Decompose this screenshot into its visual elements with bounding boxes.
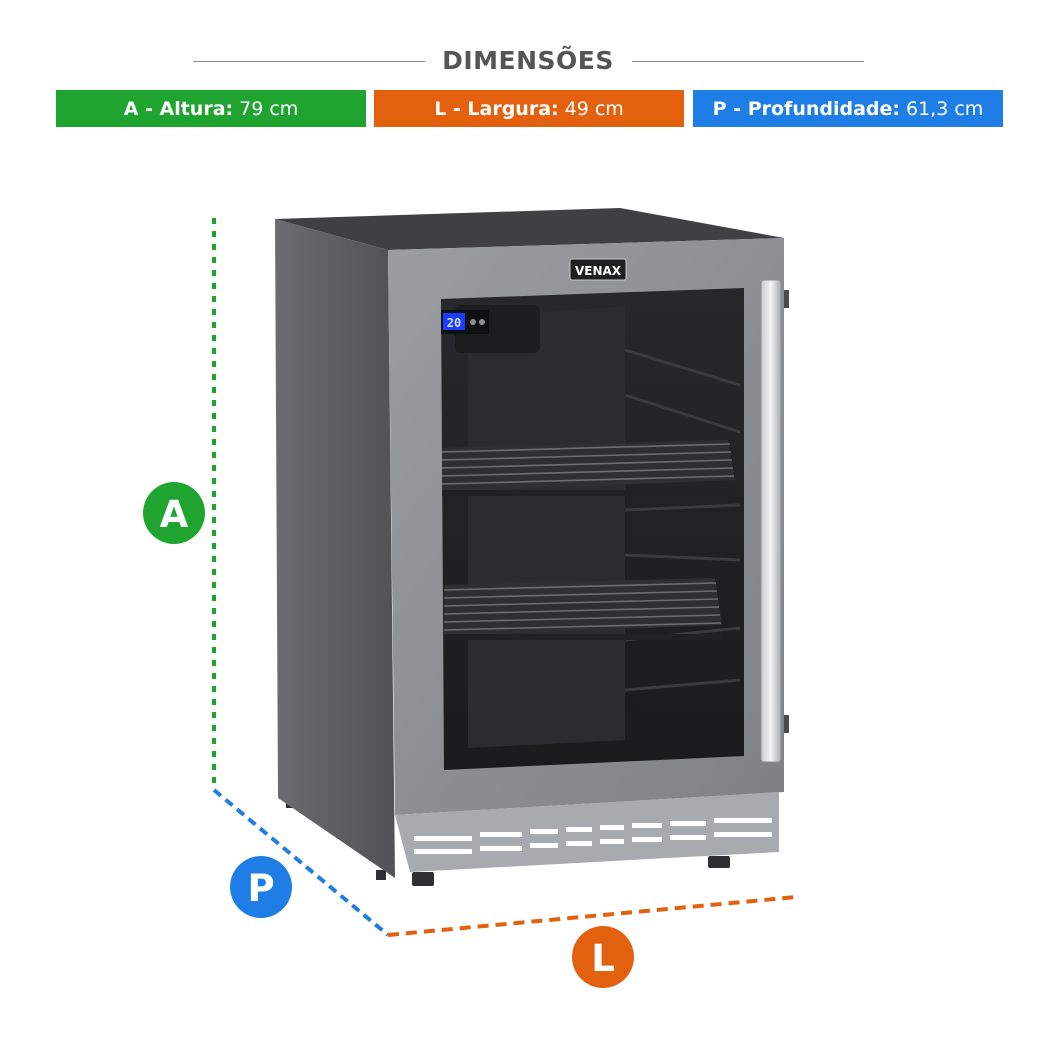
control-button-down (479, 319, 485, 325)
page-title: DIMENSÕES (442, 46, 614, 75)
width-guide-line (387, 895, 797, 937)
cabinet-top (275, 208, 784, 250)
foot-front-left (412, 872, 434, 886)
dimension-band-profundidade: P - Profundidade: 61,3 cm (693, 90, 1003, 127)
temperature-display (443, 313, 465, 330)
header-right-rule (632, 61, 864, 62)
altura-label: A - Altura: (123, 97, 234, 120)
door-hinge-top (784, 290, 789, 308)
foot-front-right (708, 856, 730, 868)
wine-cooler-illustration: 20 VENAX (275, 208, 789, 886)
foot-back-right (376, 870, 386, 880)
door-handle (760, 279, 782, 763)
depth-guide-line (212, 788, 390, 937)
door-hinge-bottom (784, 715, 789, 733)
dimension-band-altura: A - Altura: 79 cm (56, 90, 366, 127)
inner-back-wall (468, 306, 625, 748)
depth-marker: P (230, 856, 292, 918)
ventilation-grille (414, 818, 772, 854)
largura-value: 49 cm (564, 97, 624, 120)
wire-shelf-upper (441, 440, 735, 496)
largura-label: L - Largura: (434, 97, 559, 120)
height-marker: A (143, 482, 205, 544)
cabinet-side (275, 219, 395, 878)
profundidade-label: P - Profundidade: (712, 97, 900, 120)
altura-value: 79 cm (239, 97, 299, 120)
profundidade-value: 61,3 cm (906, 97, 984, 120)
height-marker-letter: A (160, 493, 189, 536)
shelf-rails (624, 348, 741, 692)
header-left-rule (193, 61, 425, 62)
depth-marker-letter: P (247, 867, 274, 910)
width-marker-letter: L (591, 937, 615, 980)
brand-badge (569, 258, 627, 281)
width-marker: L (572, 926, 634, 988)
dimension-band-largura: L - Largura: 49 cm (374, 90, 684, 127)
dimensions-header: DIMENSÕES (0, 40, 1056, 84)
wire-shelf-lower (443, 578, 722, 640)
brand-name: VENAX (575, 264, 622, 278)
control-button-up (470, 319, 476, 325)
temperature-readout: 20 (447, 316, 461, 330)
